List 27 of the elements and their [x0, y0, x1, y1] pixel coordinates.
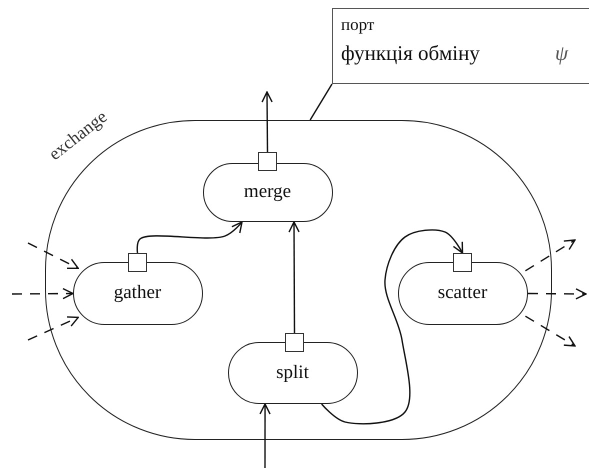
arrow: [321, 229, 464, 424]
arrow: [261, 91, 273, 152]
node-label: gather: [114, 282, 162, 304]
process-node: [202, 162, 332, 222]
arrow: [28, 242, 79, 269]
port-square: [452, 252, 472, 272]
leader-line: [310, 84, 333, 120]
node-label: split: [276, 362, 309, 384]
port-square: [284, 332, 304, 352]
arrow: [28, 316, 79, 341]
legend-title: порт: [341, 15, 374, 35]
port-square: [128, 252, 146, 272]
arrow: [525, 316, 576, 347]
legend-entry: функція обміну: [341, 41, 480, 66]
arrow: [12, 288, 74, 300]
arrow: [528, 288, 587, 300]
process-node: [228, 342, 358, 404]
process-node: [72, 262, 202, 324]
node-label: merge: [244, 181, 292, 203]
arrow: [259, 403, 271, 468]
legend-symbol: ψ: [555, 41, 568, 66]
node-label: scatter: [438, 282, 488, 304]
port-square: [258, 152, 276, 170]
arrow: [525, 239, 576, 272]
legend-box: [332, 8, 589, 84]
process-node: [398, 262, 528, 324]
arrow: [288, 221, 300, 333]
